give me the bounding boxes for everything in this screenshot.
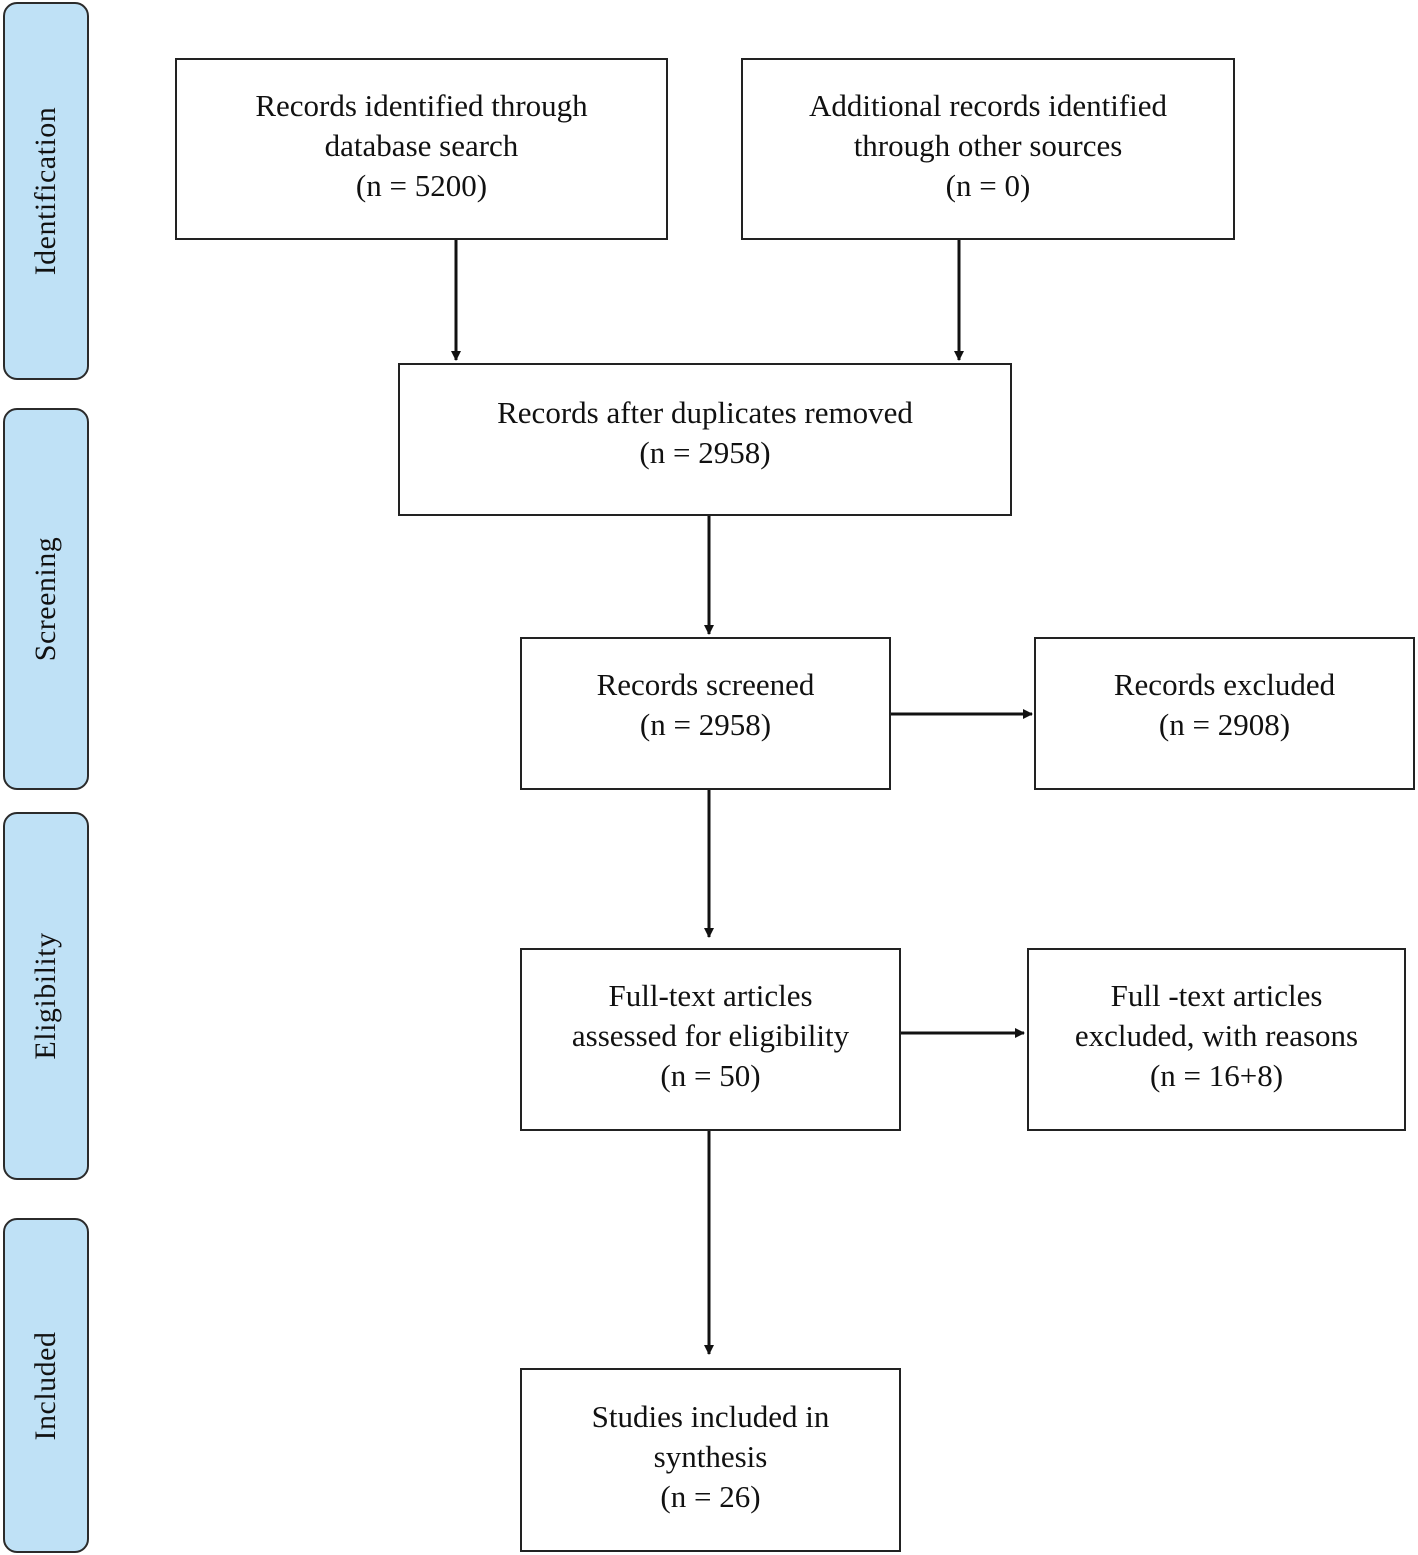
stage-tab-eligibility: Eligibility xyxy=(3,812,89,1180)
box-line: Full-text articles xyxy=(608,978,813,1013)
stage-label-included: Included xyxy=(29,1331,62,1440)
box-count: (n = 2908) xyxy=(1158,707,1291,742)
box-full-text-assessed: Full-text articles assessed for eligibil… xyxy=(520,948,901,1131)
stage-label-eligibility: Eligibility xyxy=(29,932,62,1060)
box-after-duplicates: Records after duplicates removed (n = 29… xyxy=(398,363,1012,516)
box-count: (n = 0) xyxy=(945,168,1031,203)
box-other-sources: Additional records identified through ot… xyxy=(741,58,1235,240)
box-studies-included: Studies included in synthesis (n = 26) xyxy=(520,1368,901,1552)
box-count: (n = 16+8) xyxy=(1149,1058,1284,1093)
box-line: synthesis xyxy=(653,1439,768,1474)
box-count: (n = 26) xyxy=(660,1479,761,1514)
box-line: Records identified through xyxy=(255,88,588,123)
box-line: Records excluded xyxy=(1113,667,1336,702)
box-full-text-excluded: Full -text articles excluded, with reaso… xyxy=(1027,948,1406,1131)
box-line: excluded, with reasons xyxy=(1074,1018,1359,1053)
box-line: Studies included in xyxy=(591,1399,830,1434)
box-line: Records after duplicates removed xyxy=(497,395,913,430)
box-line: database search xyxy=(324,128,519,163)
box-count: (n = 5200) xyxy=(355,168,488,203)
box-count: (n = 2958) xyxy=(639,707,772,742)
box-database-search: Records identified through database sear… xyxy=(175,58,668,240)
stage-tab-identification: Identification xyxy=(3,2,89,380)
box-count: (n = 2958) xyxy=(639,435,771,470)
box-count: (n = 50) xyxy=(660,1058,761,1093)
box-line: Records screened xyxy=(596,667,815,702)
box-records-excluded: Records excluded (n = 2908) xyxy=(1034,637,1415,790)
box-line: Additional records identified xyxy=(808,88,1168,123)
box-records-screened: Records screened (n = 2958) xyxy=(520,637,891,790)
box-line: through other sources xyxy=(853,128,1123,163)
box-line: Full -text articles xyxy=(1110,978,1323,1013)
stage-label-screening: Screening xyxy=(29,536,62,662)
stage-label-identification: Identification xyxy=(29,106,62,276)
stage-tab-screening: Screening xyxy=(3,408,89,790)
box-line: assessed for eligibility xyxy=(571,1018,850,1053)
stage-tab-included: Included xyxy=(3,1218,89,1553)
